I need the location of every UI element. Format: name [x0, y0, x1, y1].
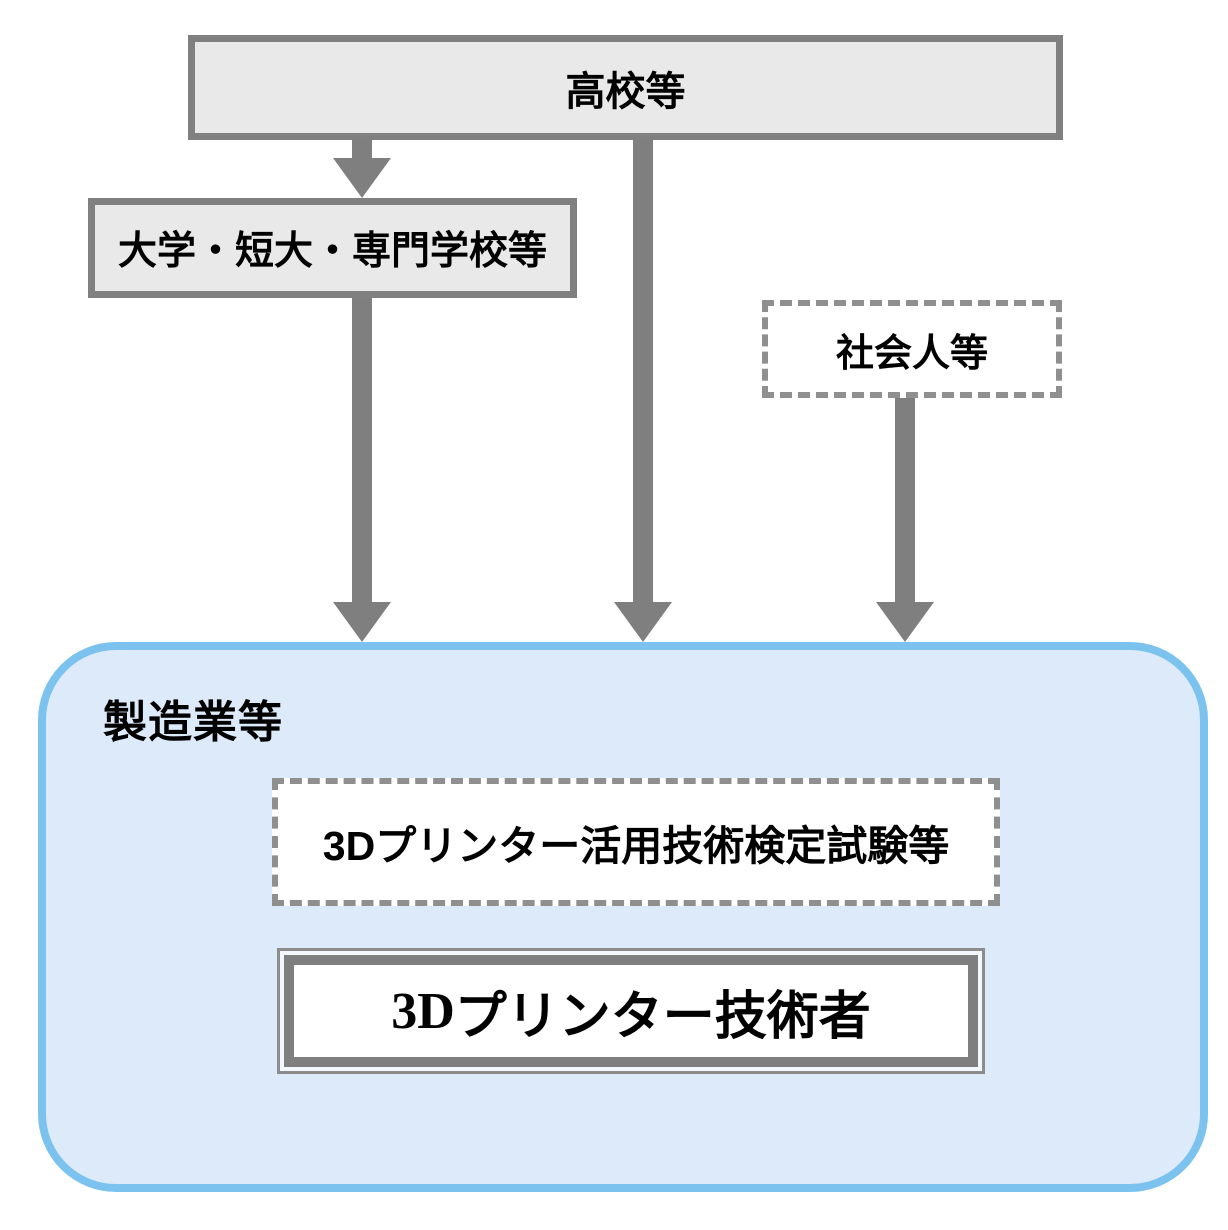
arrow-highschool-to-manufacturing: [614, 140, 672, 642]
node-technician-label-prefix: 3D: [391, 982, 455, 1040]
arrow-down-icon: [876, 602, 934, 642]
arrow-shaft: [895, 398, 915, 602]
arrow-down-icon: [333, 602, 391, 642]
arrow-down-icon: [333, 158, 391, 198]
node-working-adults: 社会人等: [762, 300, 1062, 398]
node-manufacturing-container: [38, 642, 1208, 1192]
arrow-shaft: [352, 140, 372, 158]
arrow-down-icon: [614, 602, 672, 642]
node-technician-label-main: プリンター技術者: [454, 987, 871, 1046]
arrow-shaft: [633, 140, 653, 602]
node-university: 大学・短大・専門学校等: [88, 198, 577, 298]
node-university-label: 大学・短大・専門学校等: [117, 230, 547, 273]
node-certification-exam: 3Dプリンター活用技術検定試験等: [272, 778, 1000, 906]
arrow-adults-to-manufacturing: [876, 398, 934, 642]
node-manufacturing-label: 製造業等: [103, 698, 283, 747]
node-working-adults-label: 社会人等: [835, 332, 988, 375]
node-high-school-label: 高校等: [565, 69, 686, 114]
arrow-university-to-manufacturing: [333, 298, 391, 642]
arrow-highschool-to-university: [333, 140, 391, 198]
arrow-shaft: [352, 298, 372, 602]
node-high-school: 高校等: [188, 35, 1063, 140]
node-certification-exam-label: 3Dプリンター活用技術検定試験等: [322, 823, 950, 869]
